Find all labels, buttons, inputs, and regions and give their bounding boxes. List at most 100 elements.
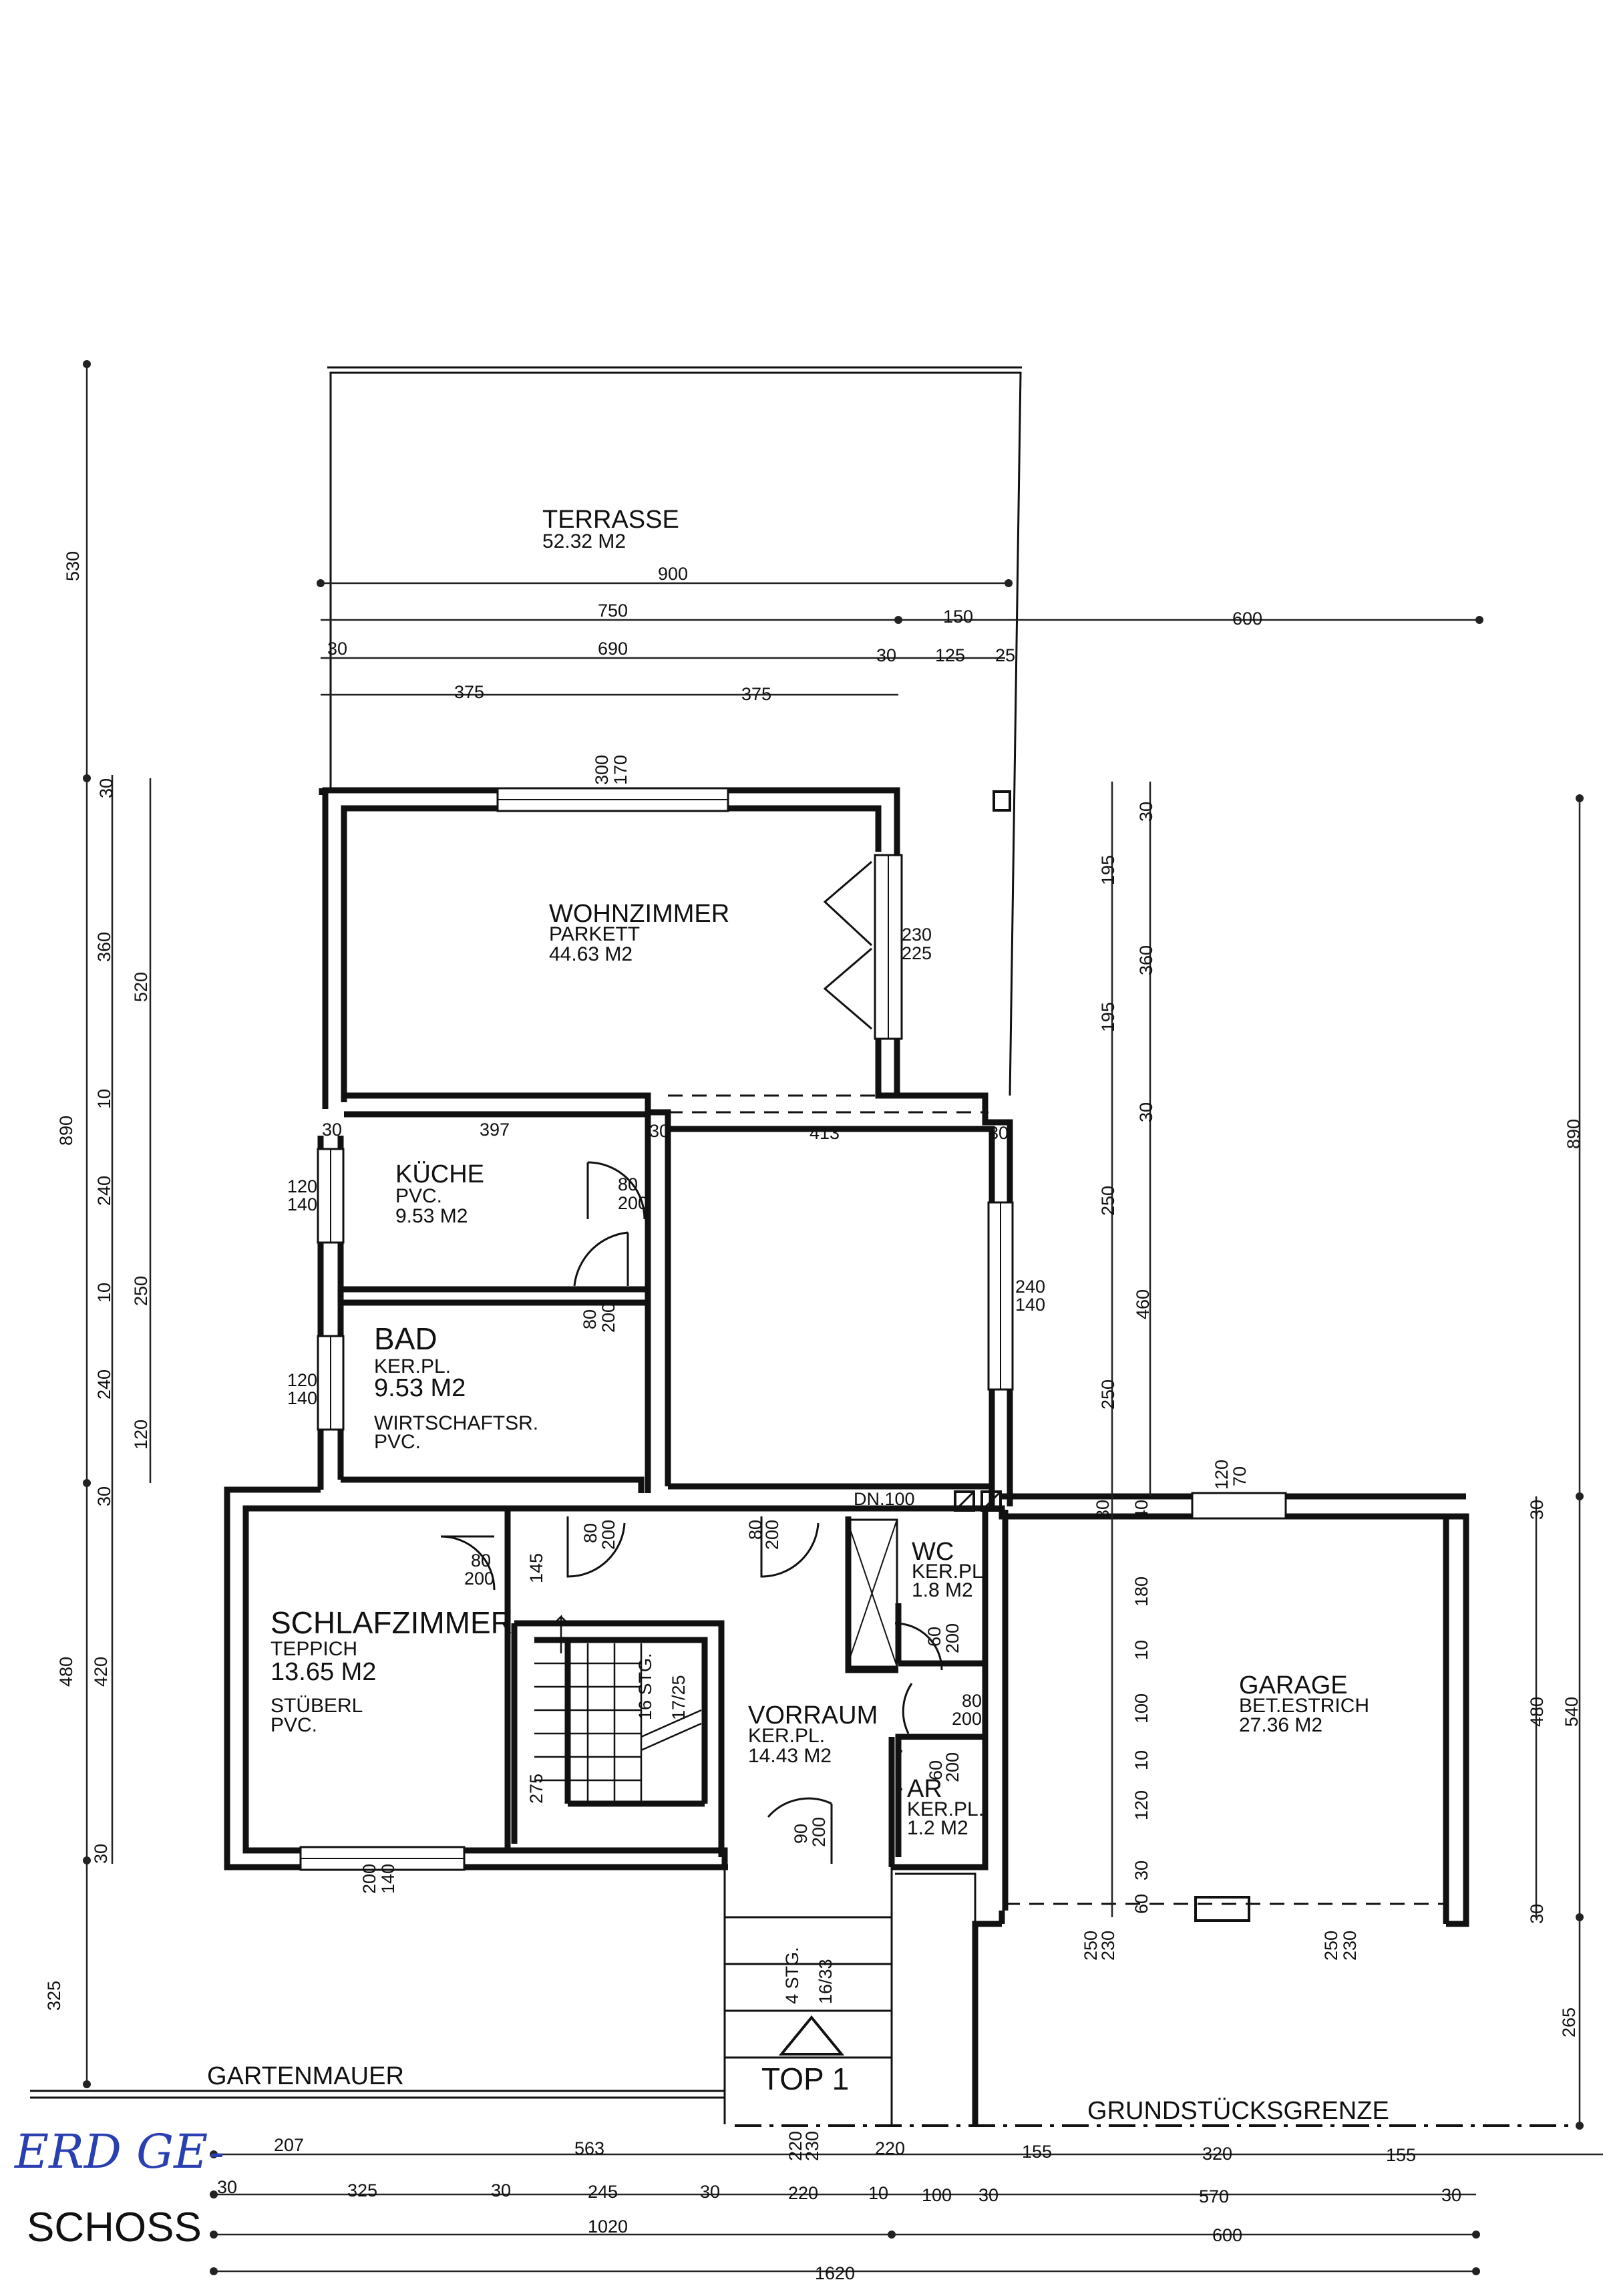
dim-label: 140: [1015, 1295, 1045, 1315]
dim-label: 30: [978, 2185, 999, 2205]
wc-floor: KER.PL.: [912, 1561, 989, 1583]
dim-label: 120: [287, 1370, 317, 1390]
wc-area: 1.8 M2: [912, 1579, 973, 1601]
dim-label: 240: [94, 1369, 114, 1400]
entry-arrow-icon: [778, 2015, 845, 2056]
dim-label: 80: [962, 1691, 982, 1711]
dim-label: 120: [287, 1176, 317, 1196]
entry-steps: [723, 1867, 893, 2124]
dim-label: 225: [902, 943, 932, 963]
dim-label: 320: [1202, 2144, 1232, 2164]
schlafzimmer-area: 13.65 M2: [271, 1658, 376, 1686]
site-labels: GARTENMAUER GRUNDSTÜCKSGRENZE TOP 1 DN.1…: [13, 1489, 1389, 2251]
wohnzimmer-area: 44.63 M2: [549, 943, 633, 965]
dim-label: 30: [1527, 1904, 1547, 1924]
dim-label: 690: [598, 639, 628, 659]
dim-label: 200: [359, 1864, 379, 1894]
dim-label: 570: [1199, 2186, 1229, 2206]
bad-extra: WIRTSCHAFTSR.: [374, 1412, 538, 1434]
dim-label: 220: [785, 2131, 806, 2161]
dimension-labels: 900 750 150 600 30 690 30 125 25 375 375…: [44, 551, 1584, 2283]
dim-label: 30: [1136, 802, 1156, 822]
dim-label: 397: [480, 1120, 510, 1140]
dim-label: 170: [610, 755, 631, 785]
dim-label: 480: [1527, 1697, 1547, 1727]
dim-label: 140: [287, 1388, 317, 1408]
dim-label: 30: [217, 2177, 237, 2197]
dim-label: 30: [989, 1123, 1009, 1143]
garage-area: 27.36 M2: [1239, 1714, 1322, 1736]
vorraum-name: VORRAUM: [748, 1701, 878, 1730]
terrasse-area: 52.32 M2: [542, 530, 626, 552]
door-swings: [440, 860, 943, 1864]
garage-floor: BET.ESTRICH: [1239, 1695, 1369, 1717]
wohnzimmer-name: WOHNZIMMER: [549, 900, 729, 928]
dim-label: 150: [943, 607, 973, 627]
dim-label: 30: [327, 639, 347, 659]
dim-label: 890: [1564, 1119, 1584, 1149]
dim-label: 900: [658, 564, 688, 584]
bad-extra-floor: PVC.: [374, 1431, 421, 1453]
top-label: TOP 1: [761, 2062, 849, 2096]
dim-label: 200: [942, 1623, 962, 1653]
dim-label: 10: [94, 1089, 114, 1109]
dim-label: 230: [902, 925, 932, 945]
dim-label: 200: [942, 1752, 962, 1782]
dim-label: 325: [347, 2180, 377, 2200]
dim-label: 30: [700, 2182, 720, 2202]
vorraum-floor: KER.PL.: [748, 1725, 825, 1747]
schlafzimmer-floor: TEPPICH: [271, 1638, 357, 1660]
garage-name: GARAGE: [1239, 1671, 1348, 1699]
dim-label: 100: [922, 2185, 952, 2205]
dim-label: 460: [1133, 1289, 1153, 1319]
dim-label: 360: [1136, 945, 1156, 975]
dim-label: 360: [94, 932, 114, 962]
dim-label: 120: [1212, 1460, 1232, 1490]
dim-label: 80: [745, 1520, 765, 1540]
dim-label: 230: [1340, 1931, 1360, 1961]
dim-label: 375: [741, 684, 771, 704]
dim-label: 890: [56, 1116, 76, 1146]
dim-label: 30: [876, 645, 896, 665]
dim-label: 125: [935, 645, 965, 665]
dim-label: 1020: [588, 2217, 628, 2237]
dim-label: 200: [618, 1193, 648, 1213]
windows: [299, 787, 1287, 1922]
dim-label: 30: [1527, 1500, 1547, 1520]
stairs-main-label: 16 STG.: [635, 1653, 655, 1720]
dim-label: 70: [1230, 1466, 1250, 1486]
stairs-main-ratio: 17/25: [669, 1675, 689, 1720]
stair-treads: [534, 1614, 702, 1804]
dim-label: 30: [1136, 1102, 1156, 1122]
terrasse-name: TERRASSE: [542, 506, 679, 534]
stamp-text: SCHOSS: [27, 2204, 202, 2251]
dim-label: 600: [1232, 609, 1262, 629]
dim-label: 80: [618, 1174, 638, 1194]
dim-label: 600: [1212, 2225, 1242, 2245]
gartenmauer-label: GARTENMAUER: [207, 2062, 404, 2090]
schlafzimmer-name: SCHLAFZIMMER: [271, 1605, 513, 1640]
dim-label: 413: [810, 1123, 840, 1143]
dim-label: 200: [598, 1520, 618, 1550]
dim-label: 325: [44, 1981, 64, 2011]
dimension-lines: [83, 360, 1603, 2275]
dim-label: 375: [454, 682, 484, 702]
dim-label: 230: [802, 2131, 822, 2161]
dim-label: 80: [580, 1523, 600, 1543]
dim-label: 195: [1098, 1002, 1118, 1032]
dim-label: 240: [94, 1176, 114, 1206]
dim-label: 145: [526, 1553, 546, 1583]
stairs-ext-label: 4 STG.: [782, 1947, 802, 2004]
dim-label: 220: [788, 2183, 818, 2203]
handwritten-note: ERD GE-: [13, 2124, 224, 2179]
dim-label: 240: [1015, 1277, 1045, 1297]
dim-label: 220: [875, 2138, 905, 2158]
dim-label: 140: [378, 1864, 398, 1894]
ar-floor: KER.PL.: [907, 1798, 984, 1820]
dim-label: 300: [592, 755, 612, 785]
dim-label: 195: [1098, 855, 1118, 885]
dim-label: 80: [471, 1550, 491, 1571]
dim-label: 155: [1386, 2145, 1416, 2165]
wc-name: WC: [912, 1538, 954, 1566]
